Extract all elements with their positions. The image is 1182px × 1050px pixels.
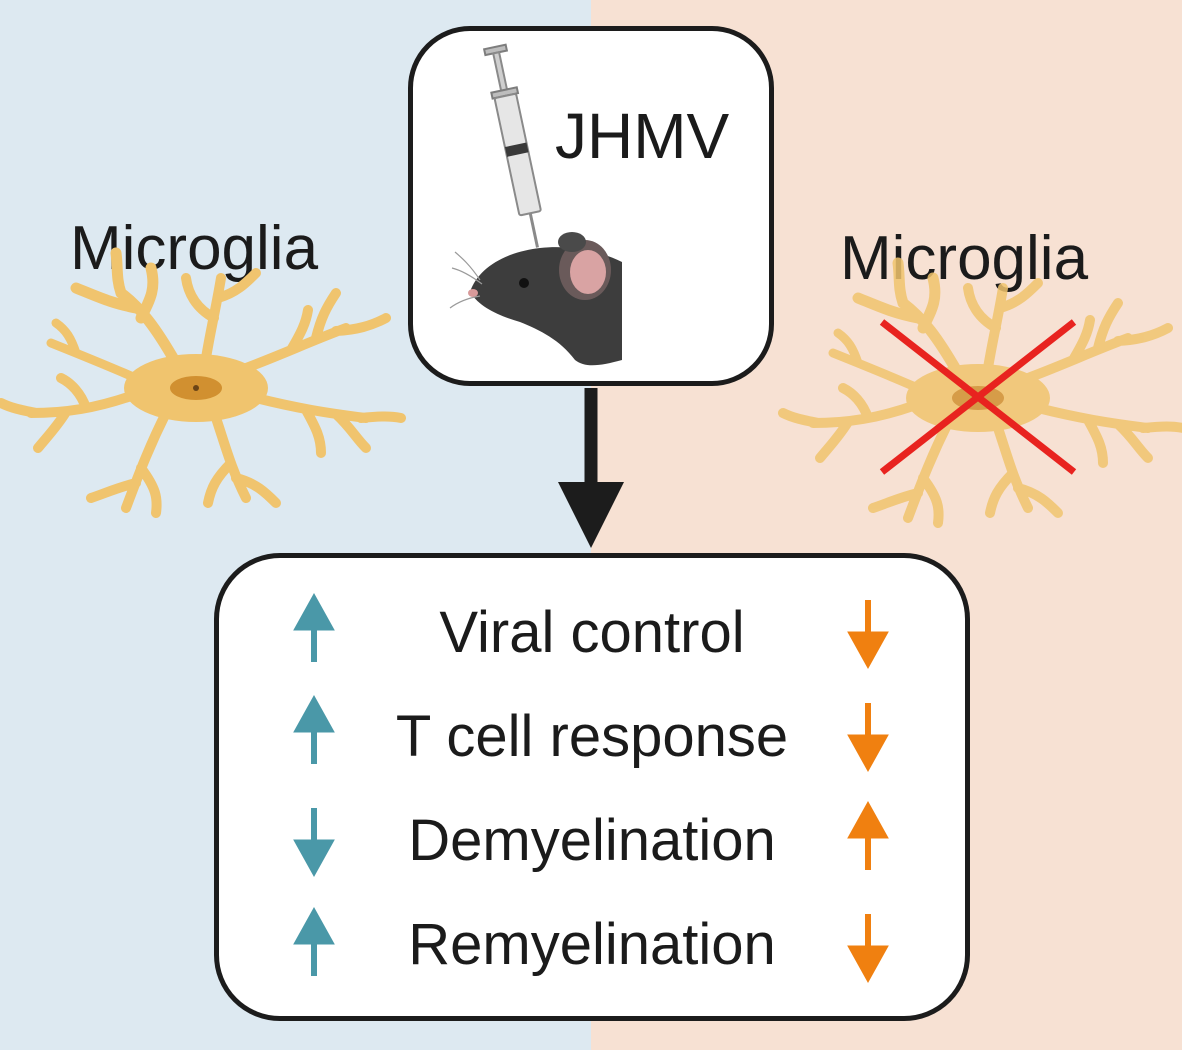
microglia-cell-icon bbox=[1, 253, 401, 513]
left-microglia-label: Microglia bbox=[70, 214, 319, 283]
orange-down-arrow bbox=[848, 600, 888, 668]
virus-label: JHMV bbox=[555, 100, 730, 172]
outcome-label: Remyelination bbox=[408, 912, 776, 977]
teal-up-arrow bbox=[294, 594, 334, 662]
orange-down-arrow bbox=[848, 914, 888, 982]
syringe-icon bbox=[482, 43, 542, 248]
teal-up-arrow bbox=[294, 908, 334, 976]
outcome-arrows bbox=[294, 594, 888, 982]
teal-down-arrow bbox=[294, 808, 334, 876]
outcome-label: Demyelination bbox=[408, 808, 776, 873]
outcomes-panel bbox=[214, 553, 970, 1021]
outcome-label: Viral control bbox=[439, 600, 745, 665]
outcome-label: T cell response bbox=[395, 704, 789, 769]
orange-up-arrow bbox=[848, 802, 888, 870]
cross-out-icon bbox=[879, 319, 1077, 475]
orange-down-arrow bbox=[848, 703, 888, 771]
flow-arrow bbox=[558, 388, 624, 548]
teal-up-arrow bbox=[294, 696, 334, 764]
right-microglia-label: Microglia bbox=[840, 224, 1089, 293]
mouse-head-icon bbox=[449, 232, 622, 366]
